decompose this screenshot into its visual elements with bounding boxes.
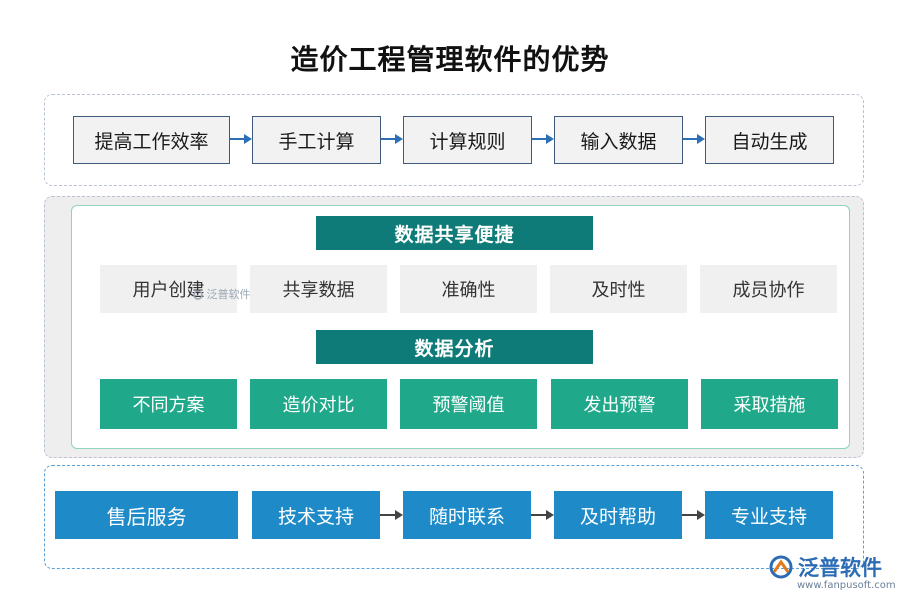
analysis-item-measures: 采取措施 (701, 379, 838, 429)
step-timely-help: 及时帮助 (554, 491, 682, 539)
step-input-data: 输入数据 (554, 116, 683, 164)
analysis-item-plans: 不同方案 (100, 379, 237, 429)
watermark-logo-icon (193, 290, 203, 300)
analysis-item-alert: 发出预警 (551, 379, 688, 429)
page-title: 造价工程管理软件的优势 (290, 43, 610, 76)
efficiency-start-box: 提高工作效率 (73, 116, 230, 164)
step-calc-rules: 计算规则 (403, 116, 532, 164)
share-item-collaboration: 成员协作 (700, 265, 837, 313)
arrow-right-icon (683, 134, 705, 144)
arrow-right-icon (531, 510, 554, 520)
share-item-user-create: 用户创建 (100, 265, 237, 313)
analysis-item-cost-compare: 造价对比 (250, 379, 387, 429)
share-item-shared-data: 共享数据 (250, 265, 387, 313)
arrow-right-icon (682, 510, 705, 520)
step-manual-calc: 手工计算 (252, 116, 381, 164)
step-auto-generate: 自动生成 (705, 116, 834, 164)
step-contact: 随时联系 (403, 491, 531, 539)
data-share-header: 数据共享便捷 (316, 216, 593, 250)
brand-logo-icon (769, 555, 793, 579)
arrow-right-icon (381, 134, 403, 144)
share-item-accuracy: 准确性 (400, 265, 537, 313)
brand-url: www.fanpusoft.com (797, 580, 896, 591)
after-sales-start-box: 售后服务 (55, 491, 238, 539)
arrow-right-icon (380, 510, 403, 520)
watermark: 泛普软件 (193, 286, 251, 302)
watermark-text: 泛普软件 (206, 288, 251, 301)
brand-logo: 泛普软件 (768, 552, 882, 582)
data-analysis-header: 数据分析 (316, 330, 593, 364)
arrow-right-icon (230, 134, 252, 144)
share-item-timeliness: 及时性 (550, 265, 687, 313)
analysis-item-threshold: 预警阈值 (400, 379, 537, 429)
brand-name: 泛普软件 (798, 556, 882, 580)
arrow-right-icon (532, 134, 554, 144)
step-tech-support: 技术支持 (252, 491, 380, 539)
step-pro-support: 专业支持 (705, 491, 833, 539)
